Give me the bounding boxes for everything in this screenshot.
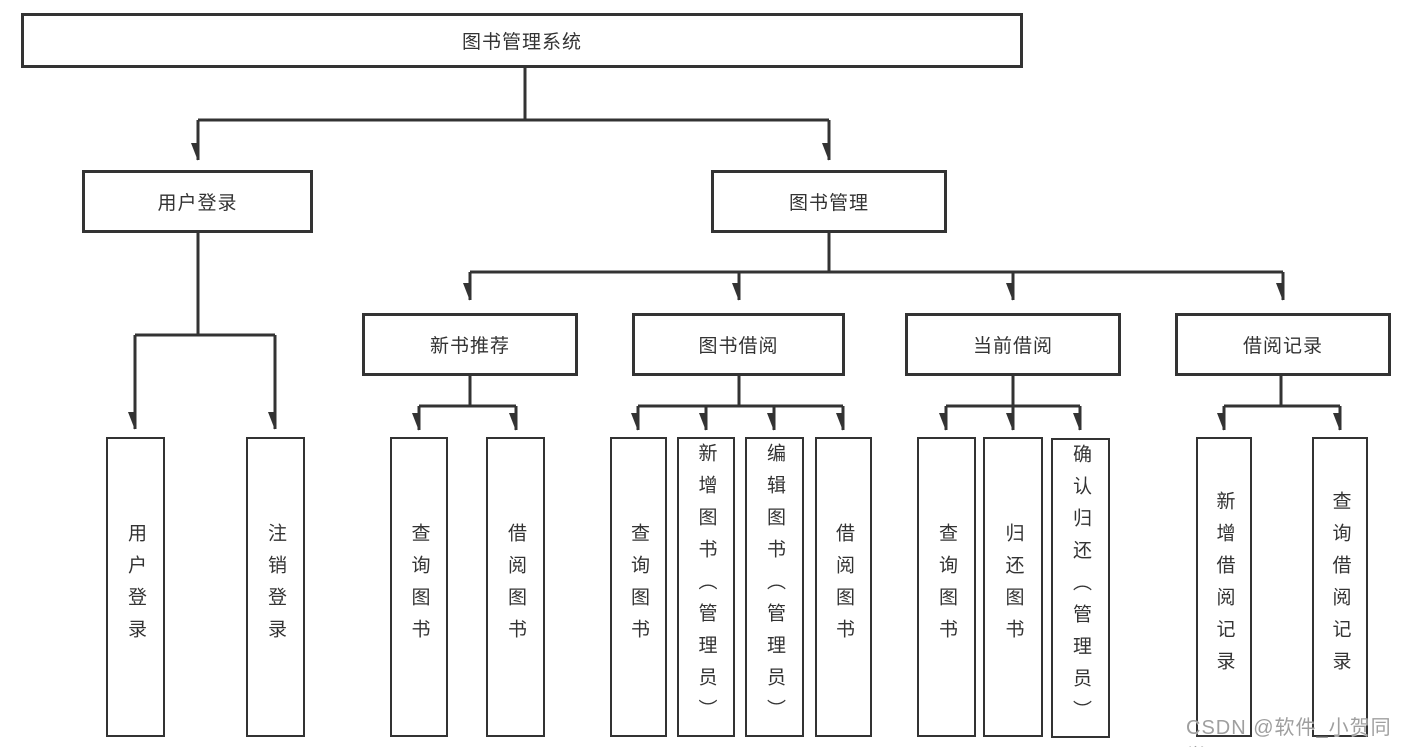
leaf-recommend-borrow-books: 借阅图书 xyxy=(486,437,545,737)
leaf-recommend-query-books: 查询图书 xyxy=(390,437,448,737)
node-root: 图书管理系统 xyxy=(21,13,1023,68)
leaf-current-return-books: 归还图书 xyxy=(983,437,1043,737)
leaf-label: 查询图书 xyxy=(628,523,649,651)
leaf-label: 编辑图书（管理员） xyxy=(764,443,785,731)
leaf-borrow-query-books: 查询图书 xyxy=(610,437,667,737)
connector-book-management-trunk xyxy=(470,233,1283,274)
leaf-label: 借阅图书 xyxy=(505,523,526,651)
leaf-label: 新增借阅记录 xyxy=(1213,491,1235,683)
connector-root-trunk xyxy=(198,68,829,122)
leaf-current-confirm-return-admin: 确认归还（管理员） xyxy=(1051,438,1110,738)
connector-new-book-recommend-trunk xyxy=(419,376,516,408)
leaf-label: 借阅图书 xyxy=(833,523,854,651)
connector-current-borrow-trunk xyxy=(946,376,1080,408)
leaf-label: 查询图书 xyxy=(408,523,430,651)
leaf-logout: 注销登录 xyxy=(246,437,305,737)
node-current-borrow: 当前借阅 xyxy=(905,313,1121,376)
leaf-label: 用户登录 xyxy=(125,523,146,651)
leaf-label: 归还图书 xyxy=(1002,523,1024,651)
watermark: CSDN @软件_小贺同学 xyxy=(1186,717,1392,747)
leaf-label: 查询图书 xyxy=(936,523,957,651)
leaf-borrow-borrow-books: 借阅图书 xyxy=(815,437,872,737)
leaf-records-query-record: 查询借阅记录 xyxy=(1312,437,1368,737)
leaf-user-login: 用户登录 xyxy=(106,437,165,737)
leaf-label: 新增图书（管理员） xyxy=(695,443,717,731)
node-book-borrow: 图书借阅 xyxy=(632,313,845,376)
connector-borrow-records-trunk xyxy=(1224,376,1340,408)
leaf-label: 查询借阅记录 xyxy=(1329,491,1351,683)
leaf-borrow-edit-books-admin: 编辑图书（管理员） xyxy=(745,437,804,737)
node-new-book-recommend: 新书推荐 xyxy=(362,313,578,376)
leaf-label: 注销登录 xyxy=(265,523,286,651)
leaf-borrow-add-books-admin: 新增图书（管理员） xyxy=(677,437,735,737)
leaf-records-add-record: 新增借阅记录 xyxy=(1196,437,1252,737)
leaf-label: 确认归还（管理员） xyxy=(1070,444,1091,732)
node-borrow-records: 借阅记录 xyxy=(1175,313,1391,376)
connector-user-login-trunk xyxy=(135,233,275,337)
connector-book-borrow-trunk xyxy=(638,376,843,408)
node-user-login: 用户登录 xyxy=(82,170,313,233)
node-book-management: 图书管理 xyxy=(711,170,947,233)
leaf-current-query-books: 查询图书 xyxy=(917,437,976,737)
